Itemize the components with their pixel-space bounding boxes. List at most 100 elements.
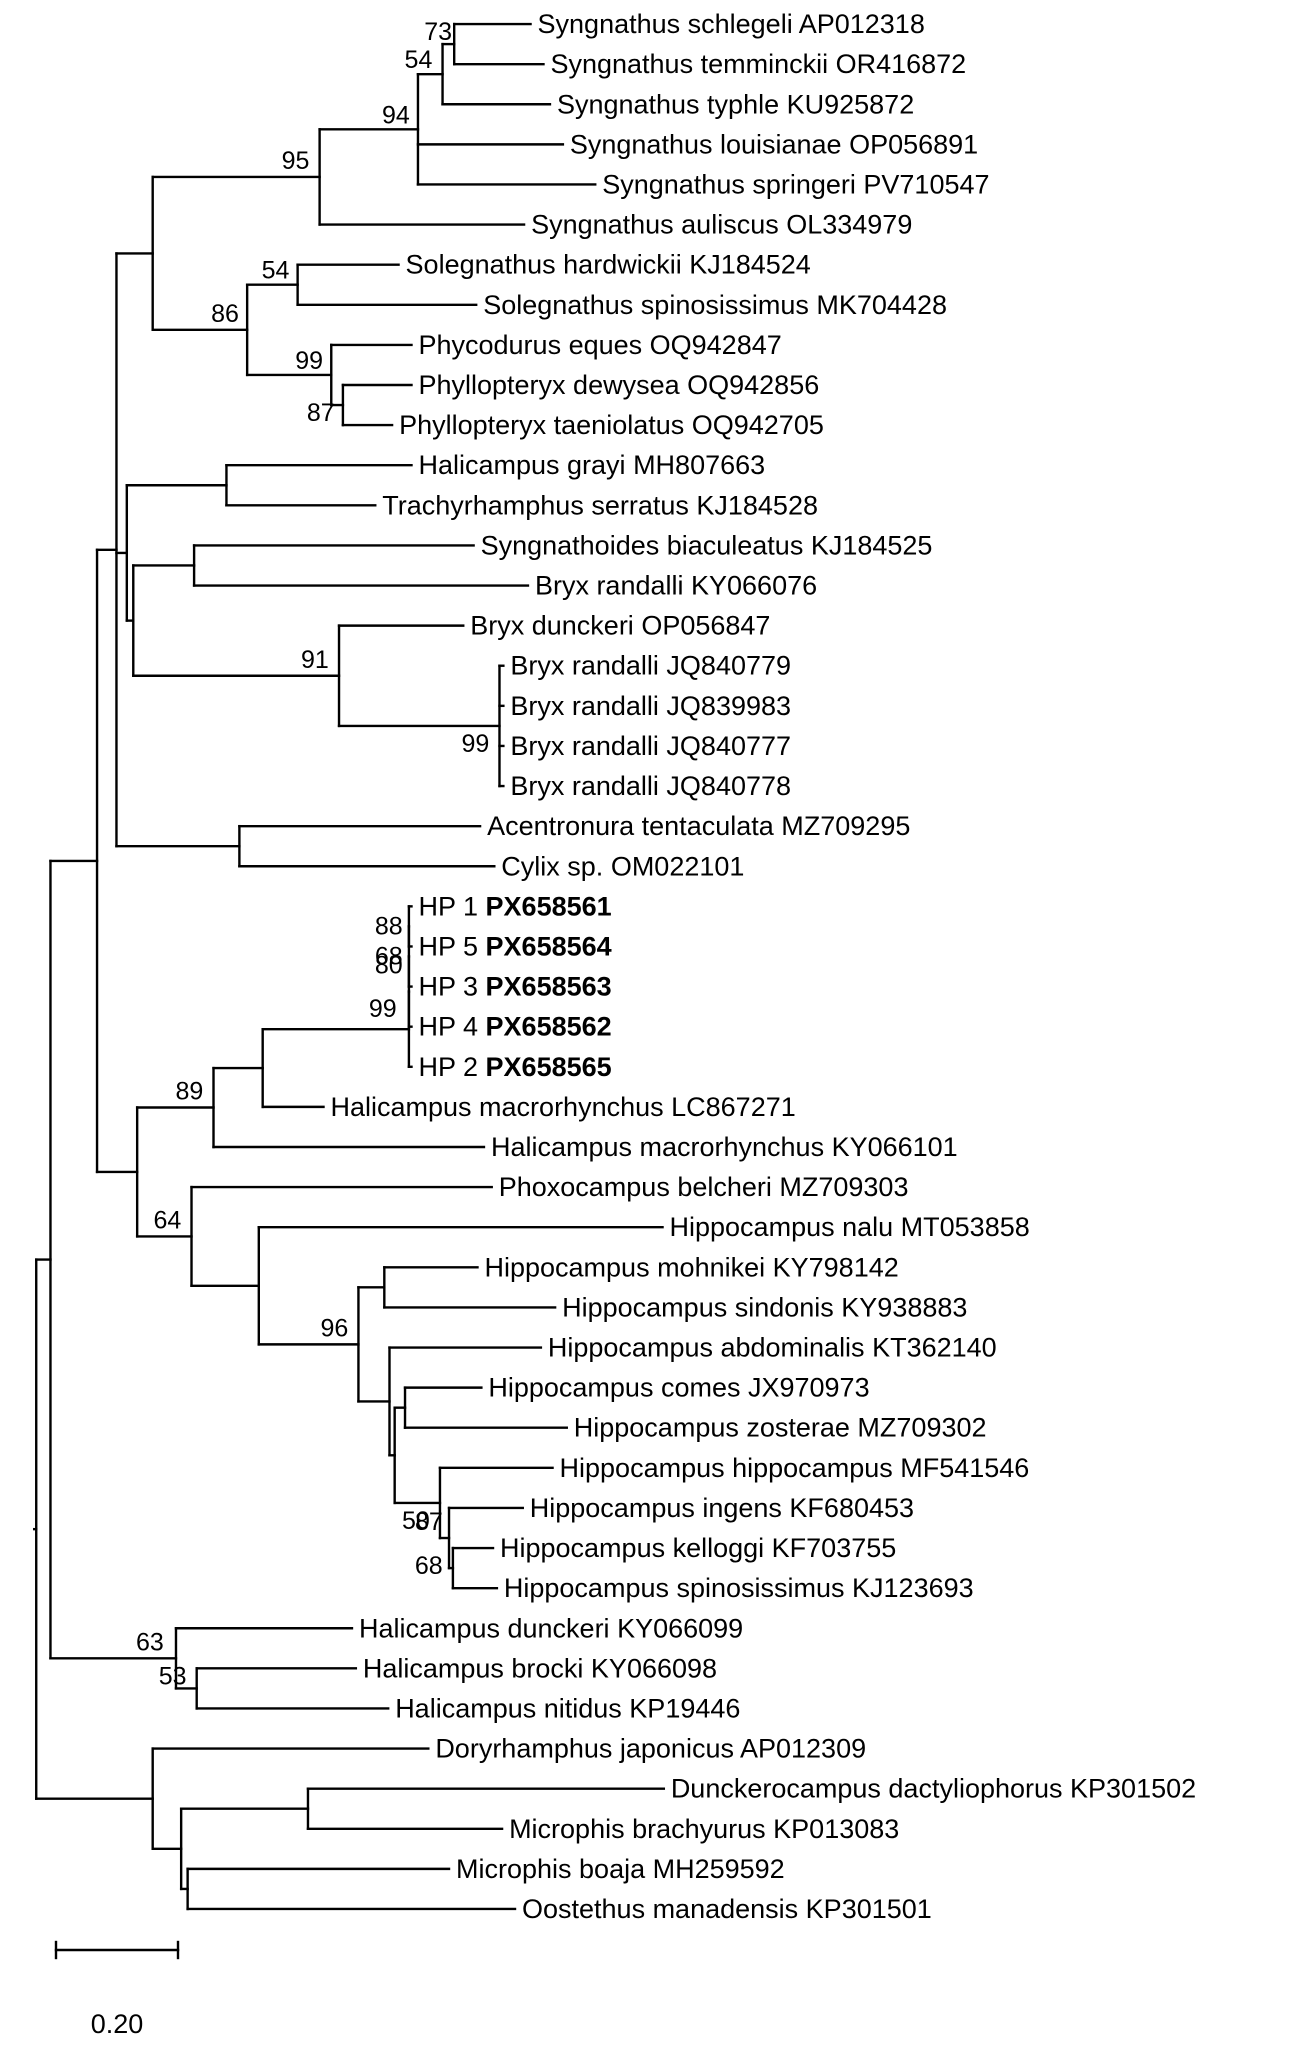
support-value: 99 xyxy=(461,730,489,758)
support-value: 86 xyxy=(211,300,239,328)
taxon-name: Halicampus grayi xyxy=(418,450,625,480)
accession-number: KY938883 xyxy=(834,1292,968,1322)
accession-number: KU925872 xyxy=(779,89,914,119)
accession-number: KT362140 xyxy=(865,1333,997,1363)
leaf-label: Halicampus dunckeri KY066099 xyxy=(359,1613,743,1643)
leaf-label: Halicampus nitidus KP19446 xyxy=(395,1693,740,1723)
leaf-label: Hippocampus abdominalis KT362140 xyxy=(548,1333,997,1363)
leaf-label: Hippocampus comes JX970973 xyxy=(488,1373,869,1403)
accession-number: KP301502 xyxy=(1063,1774,1197,1804)
accession-number: JQ840778 xyxy=(659,771,791,801)
taxon-name: Microphis brachyurus xyxy=(509,1814,766,1844)
leaf-label: Doryrhamphus japonicus AP012309 xyxy=(435,1734,866,1764)
leaf-label: Hippocampus nalu MT053858 xyxy=(670,1212,1030,1242)
leaf-label: Halicampus brocki KY066098 xyxy=(363,1653,717,1683)
support-value: 73 xyxy=(424,18,452,46)
support-value: 54 xyxy=(262,257,290,285)
support-value: 63 xyxy=(136,1628,164,1656)
accession-number: KP301501 xyxy=(798,1894,932,1924)
taxon-name: Cylix sp. xyxy=(501,851,603,881)
taxon-name: Bryx randalli xyxy=(510,651,659,681)
taxon-name: Microphis boaja xyxy=(456,1854,646,1884)
leaf-label: HP 4 PX658562 xyxy=(418,1012,611,1042)
support-value: 68 xyxy=(415,1552,443,1580)
leaf-label: Hippocampus kelloggi KF703755 xyxy=(500,1533,896,1563)
accession-number: MF541546 xyxy=(893,1453,1030,1483)
support-value: 88 xyxy=(375,912,403,940)
taxon-name: HP 2 xyxy=(418,1052,478,1082)
accession-number: OL334979 xyxy=(779,210,913,240)
leaf-label: HP 3 PX658563 xyxy=(418,972,611,1002)
taxon-name: Hippocampus ingens xyxy=(530,1493,782,1523)
taxon-name: Acentronura tentaculata xyxy=(487,811,775,841)
taxon-name: Hippocampus spinosissimus xyxy=(504,1573,845,1603)
taxon-name: Phyllopteryx taeniolatus xyxy=(399,410,684,440)
accession-number: OP056891 xyxy=(842,129,979,159)
leaf-label: Solegnathus hardwickii KJ184524 xyxy=(406,250,811,280)
leaf-label: Microphis brachyurus KP013083 xyxy=(509,1814,899,1844)
support-value: 99 xyxy=(295,347,323,375)
taxon-name: Bryx dunckeri xyxy=(470,611,634,641)
taxon-name: Syngnathus schlegeli xyxy=(538,9,793,39)
leaf-label: Hippocampus mohnikei KY798142 xyxy=(484,1252,898,1282)
leaf-label: Halicampus macrorhynchus LC867271 xyxy=(331,1092,796,1122)
accession-number: MZ709295 xyxy=(774,811,911,841)
taxon-name: Halicampus dunckeri xyxy=(359,1613,610,1643)
accession-number: MK704428 xyxy=(809,290,947,320)
taxon-name: Syngnathus springeri xyxy=(602,169,856,199)
leaf-label: Phyllopteryx taeniolatus OQ942705 xyxy=(399,410,824,440)
taxon-name: Halicampus brocki xyxy=(363,1653,584,1683)
taxon-name: Bryx randalli xyxy=(510,771,659,801)
support-value: 96 xyxy=(320,1314,348,1342)
taxon-name: Syngnathus auliscus xyxy=(531,210,779,240)
taxon-name: Syngnathoides biaculeatus xyxy=(481,530,804,560)
leaf-label: Phyllopteryx dewysea OQ942856 xyxy=(418,370,819,400)
accession-number: PV710547 xyxy=(856,169,990,199)
taxon-name: Syngnathus temminckii xyxy=(550,49,828,79)
leaf-label: Halicampus macrorhynchus KY066101 xyxy=(491,1132,958,1162)
support-value: 53 xyxy=(159,1662,187,1690)
leaf-label: Bryx randalli JQ840777 xyxy=(510,731,791,761)
accession-number: LC867271 xyxy=(664,1092,796,1122)
support-value: 91 xyxy=(301,646,329,674)
bootstrap-support-labels: 7354949554869987919988688099896496508768… xyxy=(136,18,489,1690)
accession-number: OQ942705 xyxy=(684,410,824,440)
leaf-label: Syngnathus typhle KU925872 xyxy=(557,89,914,119)
leaf-label: HP 5 PX658564 xyxy=(418,931,611,961)
accession-number: AP012318 xyxy=(793,9,925,39)
leaf-label: Dunckerocampus dactyliophorus KP301502 xyxy=(671,1774,1196,1804)
support-value: 68 xyxy=(375,942,403,970)
taxon-name: Halicampus macrorhynchus xyxy=(491,1132,824,1162)
taxon-name: Phyllopteryx dewysea xyxy=(418,370,680,400)
support-value: 89 xyxy=(176,1078,204,1106)
leaf-label: Bryx randalli KY066076 xyxy=(535,571,817,601)
accession-number: AP012309 xyxy=(734,1734,866,1764)
accession-number: MT053858 xyxy=(893,1212,1030,1242)
taxon-name: Syngnathus louisianae xyxy=(570,129,842,159)
taxon-name: Solegnathus hardwickii xyxy=(406,250,682,280)
accession-number: JQ840779 xyxy=(659,651,791,681)
leaf-label: Hippocampus ingens KF680453 xyxy=(530,1493,914,1523)
accession-number: KY066098 xyxy=(583,1653,717,1683)
taxon-name: Doryrhamphus japonicus xyxy=(435,1734,734,1764)
taxon-name: HP 5 xyxy=(418,931,478,961)
leaf-label: Phycodurus eques OQ942847 xyxy=(418,330,781,360)
accession-number: MH807663 xyxy=(626,450,766,480)
support-value: 87 xyxy=(415,1508,443,1536)
accession-number: KJ184524 xyxy=(682,250,811,280)
tree-branches xyxy=(33,22,666,1911)
leaf-label: HP 1 PX658561 xyxy=(418,891,611,921)
leaf-label: Syngnathoides biaculeatus KJ184525 xyxy=(481,530,933,560)
taxon-name: Dunckerocampus dactyliophorus xyxy=(671,1774,1063,1804)
leaf-label: Bryx randalli JQ840779 xyxy=(510,651,791,681)
accession-number: JX970973 xyxy=(740,1373,869,1403)
taxon-name: Hippocampus mohnikei xyxy=(484,1252,765,1282)
support-value: 87 xyxy=(307,399,335,427)
taxon-name: Phycodurus eques xyxy=(418,330,642,360)
leaf-label: Halicampus grayi MH807663 xyxy=(418,450,765,480)
leaf-label: Syngnathus temminckii OR416872 xyxy=(550,49,966,79)
accession-number: JQ839983 xyxy=(659,691,791,721)
leaf-label: Hippocampus spinosissimus KJ123693 xyxy=(504,1573,974,1603)
leaf-label: Cylix sp. OM022101 xyxy=(501,851,744,881)
accession-number: PX658563 xyxy=(478,972,612,1002)
